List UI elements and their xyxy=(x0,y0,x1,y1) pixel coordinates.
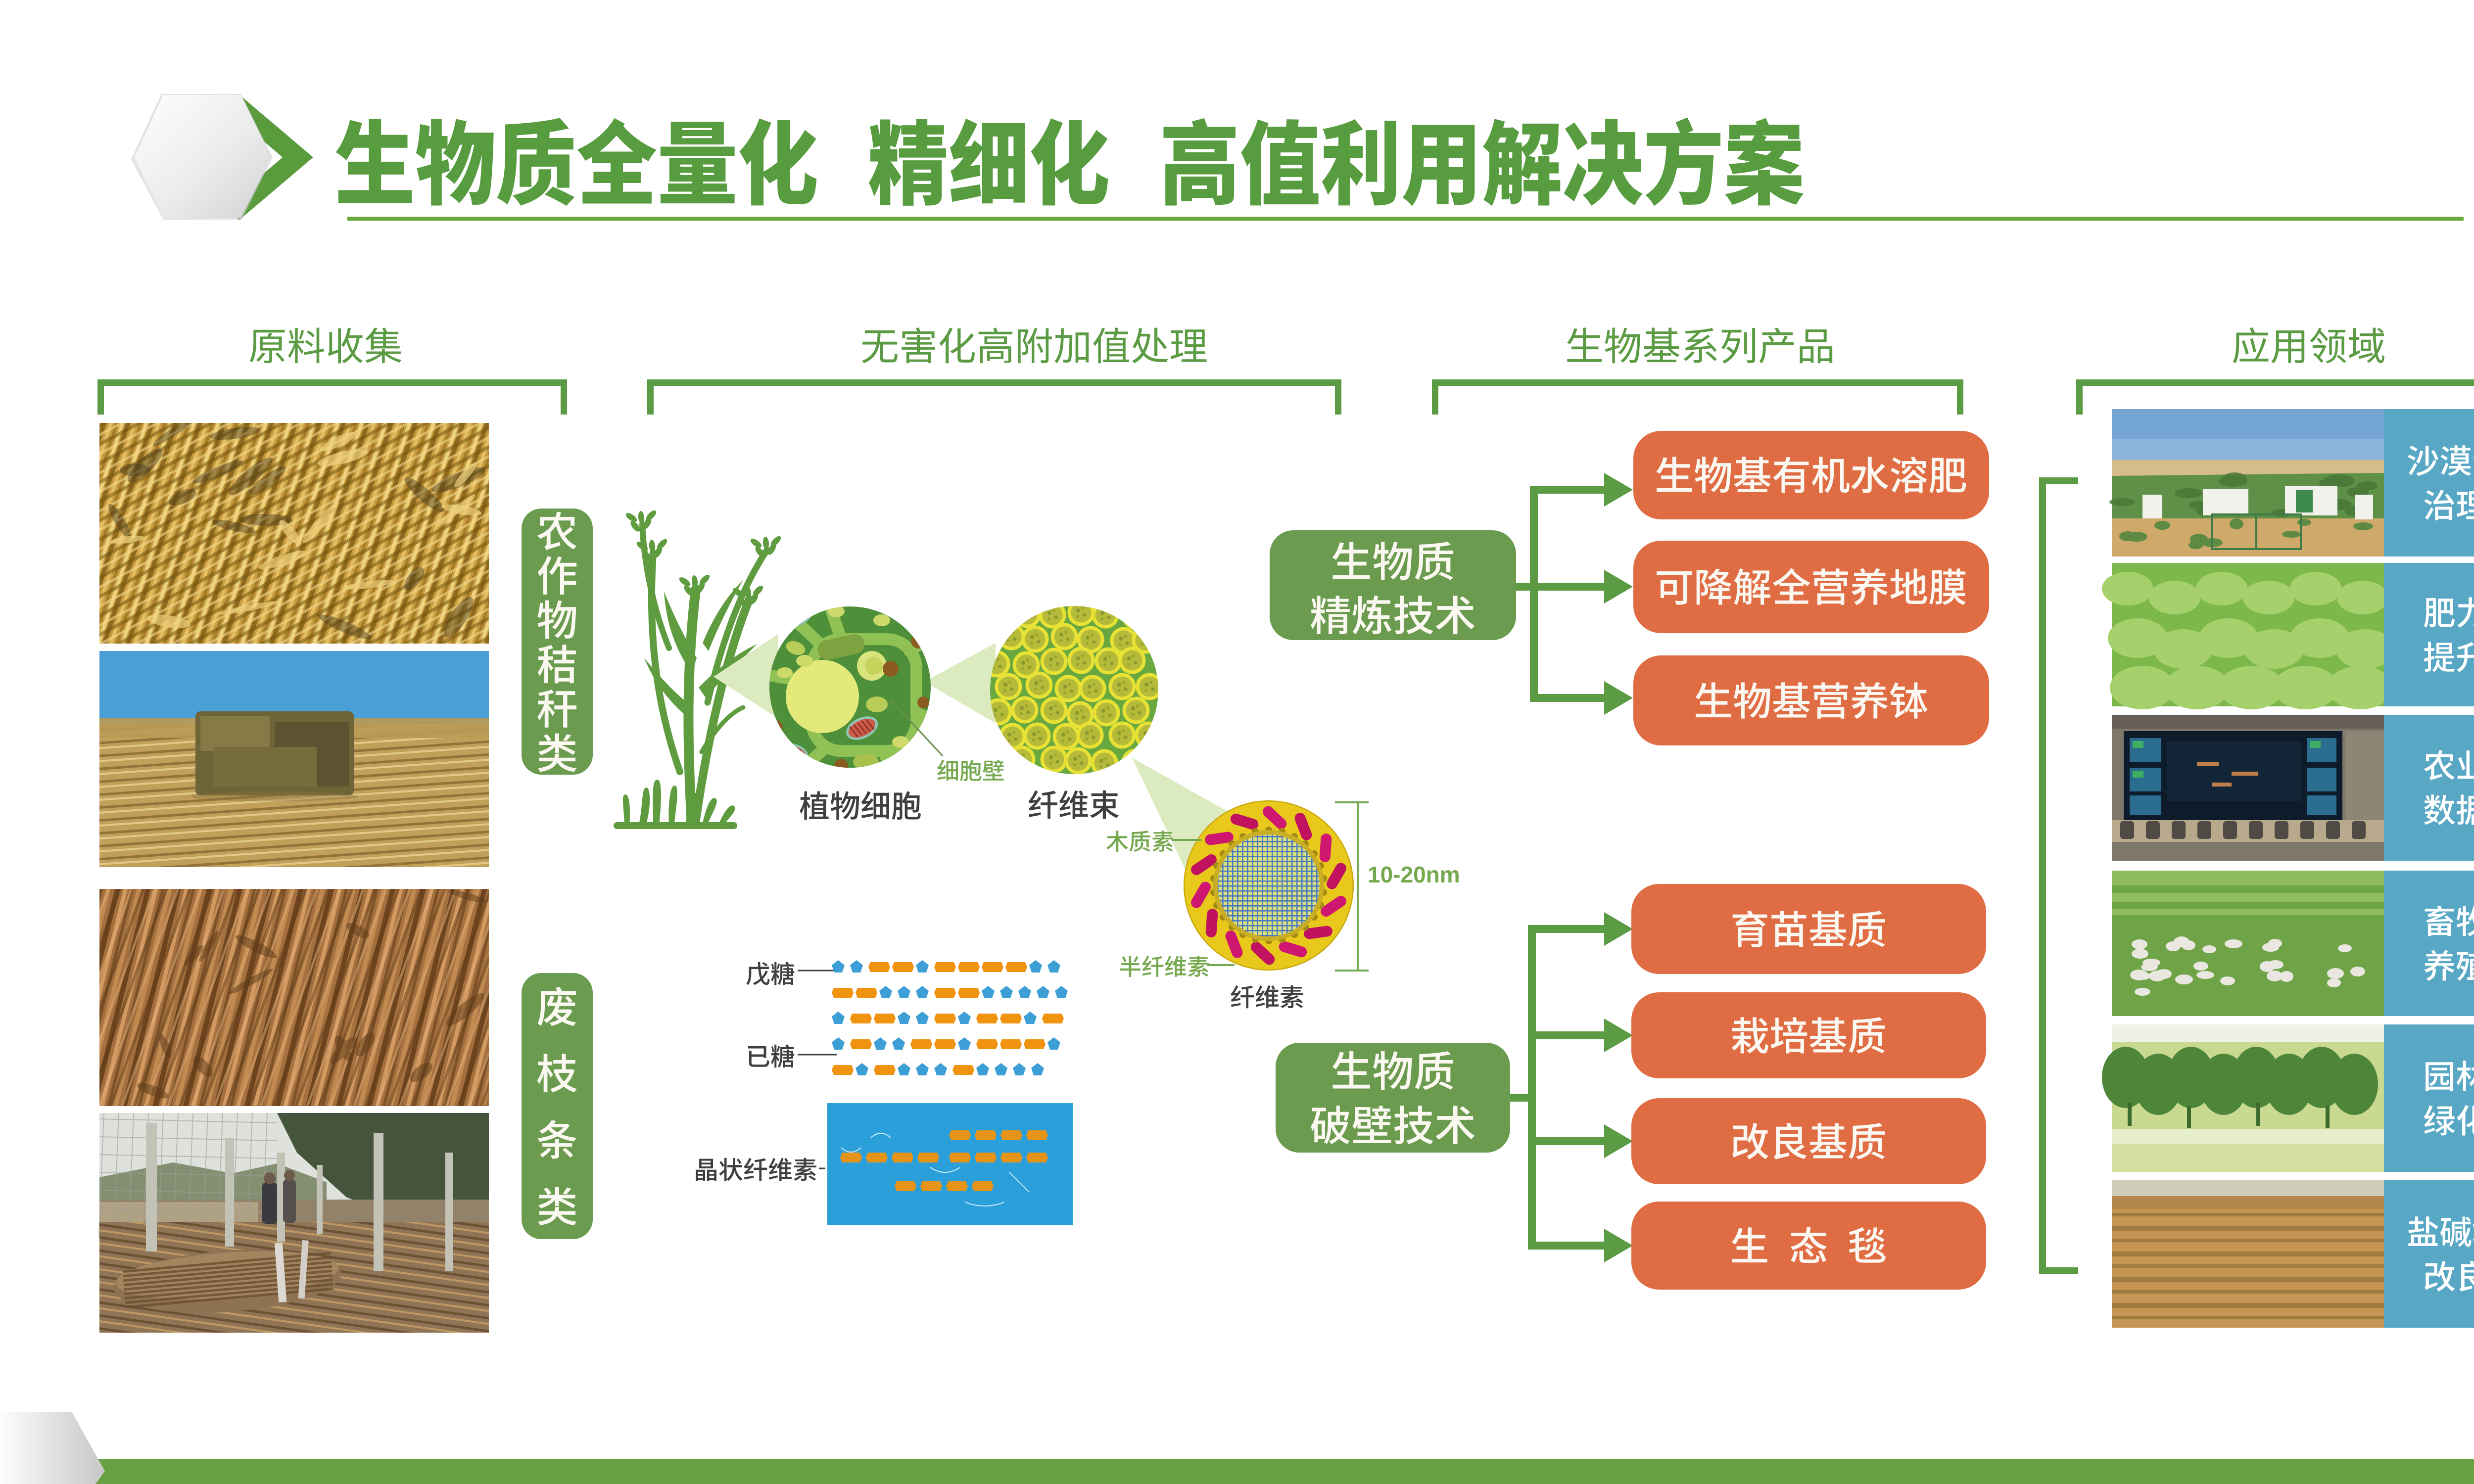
svg-text:10-20nm: 10-20nm xyxy=(1368,862,1460,887)
